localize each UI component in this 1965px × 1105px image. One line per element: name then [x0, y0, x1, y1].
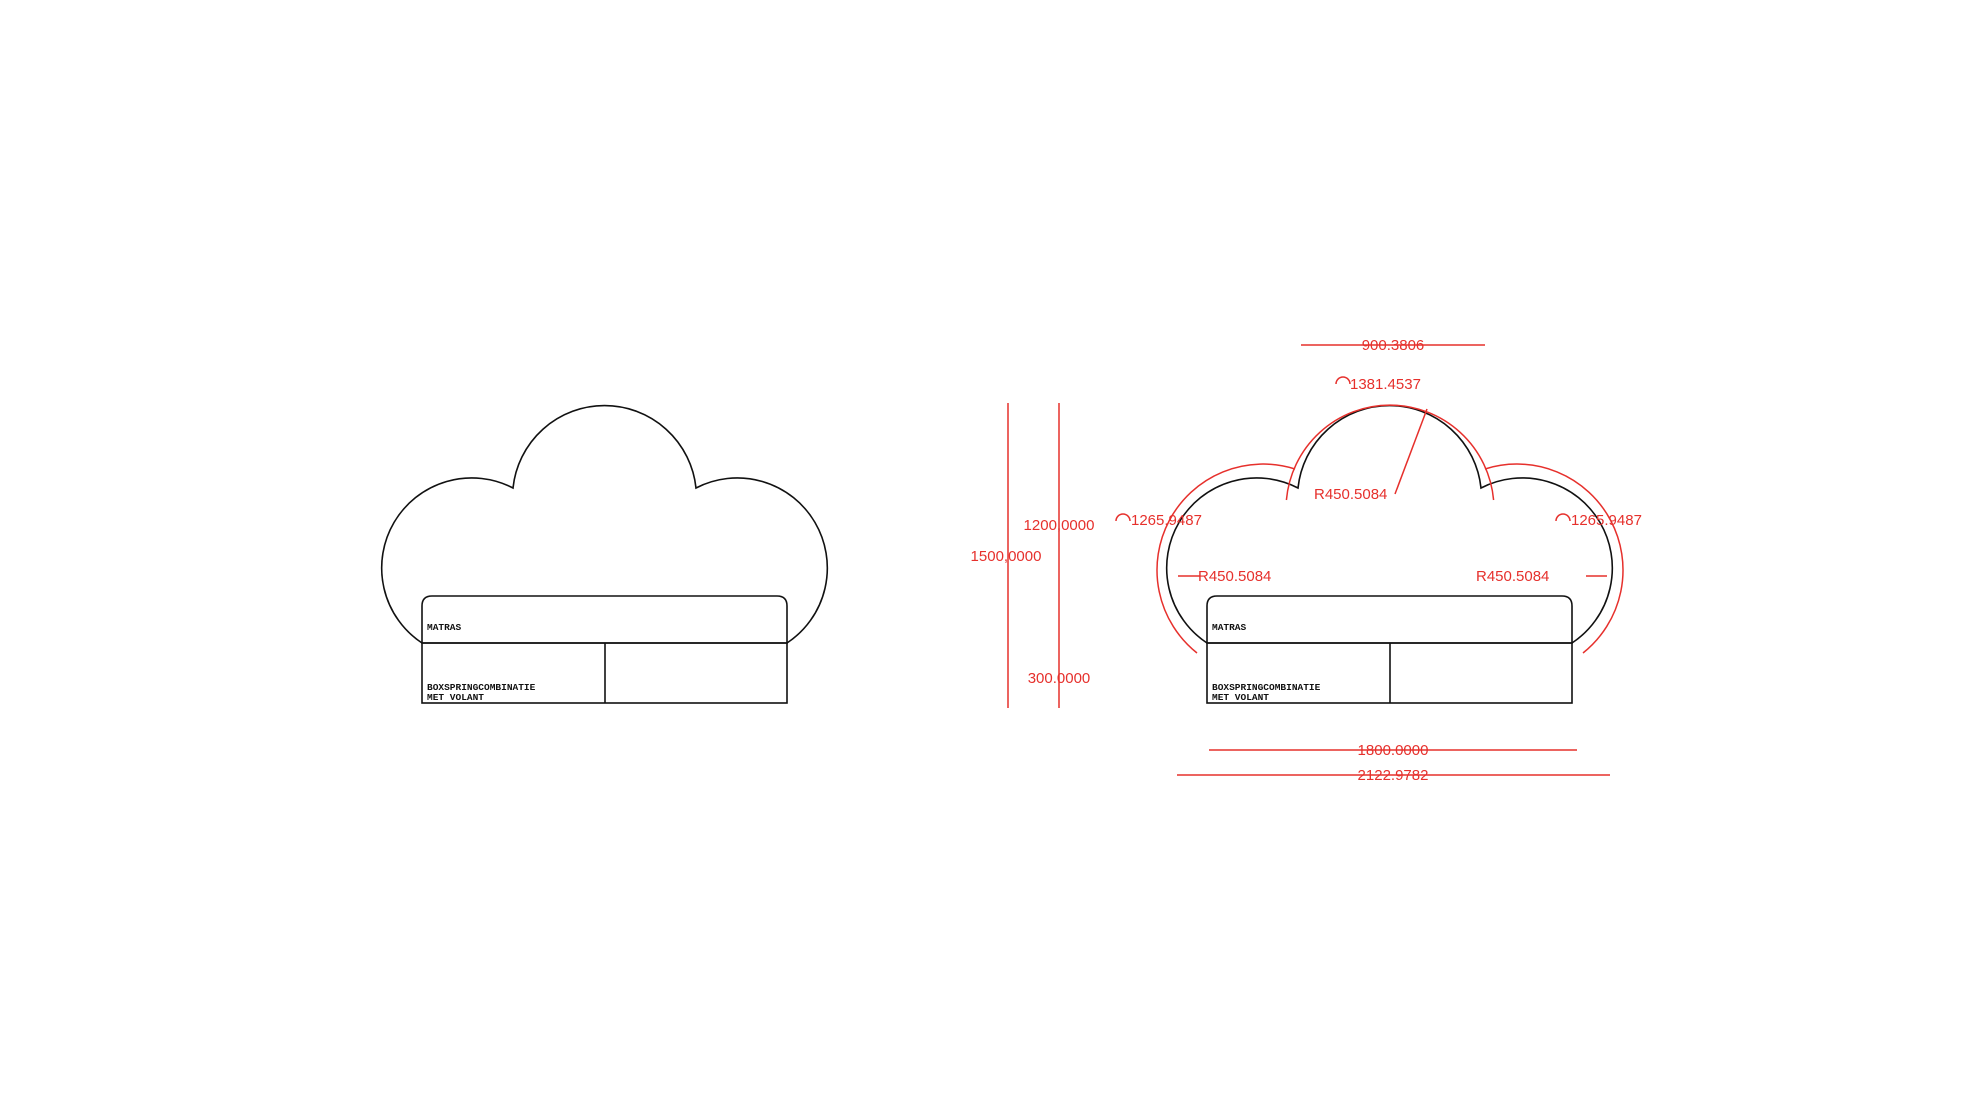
arc-length-symbol-icon: [1555, 513, 1571, 522]
dim-arc-left: [1156, 463, 1296, 654]
dim-left-arc-length: 1265.9487: [1131, 512, 1202, 529]
mattress-label: MATRAS: [427, 622, 462, 633]
mattress-outline: [1206, 595, 1573, 644]
base-label-line1: BOXSPRINGCOMBINATIE: [1212, 682, 1321, 693]
dim-left-radius: R450.5084: [1198, 568, 1271, 585]
dim-leader-middle-radius: [1394, 408, 1428, 495]
bed-drawing-right: MATRAS BOXSPRINGCOMBINATIE MET VOLANT: [1165, 404, 1614, 704]
dim-total-height: 1500,0000: [971, 548, 1042, 565]
dim-headboard-height: 1200,0000: [1024, 517, 1095, 534]
dim-arc-right: [1484, 463, 1624, 654]
cloud-headboard-outline: [1165, 404, 1614, 644]
base-label-line1: BOXSPRINGCOMBINATIE: [427, 682, 536, 693]
dim-right-radius: R450.5084: [1476, 568, 1549, 585]
cloud-headboard-outline: [380, 404, 829, 644]
base-label-line2: MET VOLANT: [1212, 692, 1269, 703]
dimensions: 900.3806 1381.4537 R450.5084 1265.9487 1…: [971, 337, 1642, 784]
arc-length-symbol-icon: [1115, 513, 1131, 522]
mattress-label: MATRAS: [1212, 622, 1247, 633]
dim-base-height: 300.0000: [1028, 670, 1091, 687]
dim-arc-middle: [1285, 404, 1495, 501]
base-label-line2: MET VOLANT: [427, 692, 484, 703]
dim-right-arc-length: 1265.9487: [1571, 512, 1642, 529]
dim-middle-radius: R450.5084: [1314, 486, 1387, 503]
arc-length-symbol-icon: [1335, 376, 1351, 385]
dim-middle-arc-length: 1381.4537: [1350, 376, 1421, 393]
bed-drawing-left: MATRAS BOXSPRINGCOMBINATIE MET VOLANT: [380, 404, 829, 704]
dim-bed-width: 1800.0000: [1358, 742, 1429, 759]
dim-total-width: 2122.9782: [1358, 767, 1429, 784]
mattress-outline: [421, 595, 788, 644]
dim-top-width: 900.3806: [1362, 337, 1425, 354]
